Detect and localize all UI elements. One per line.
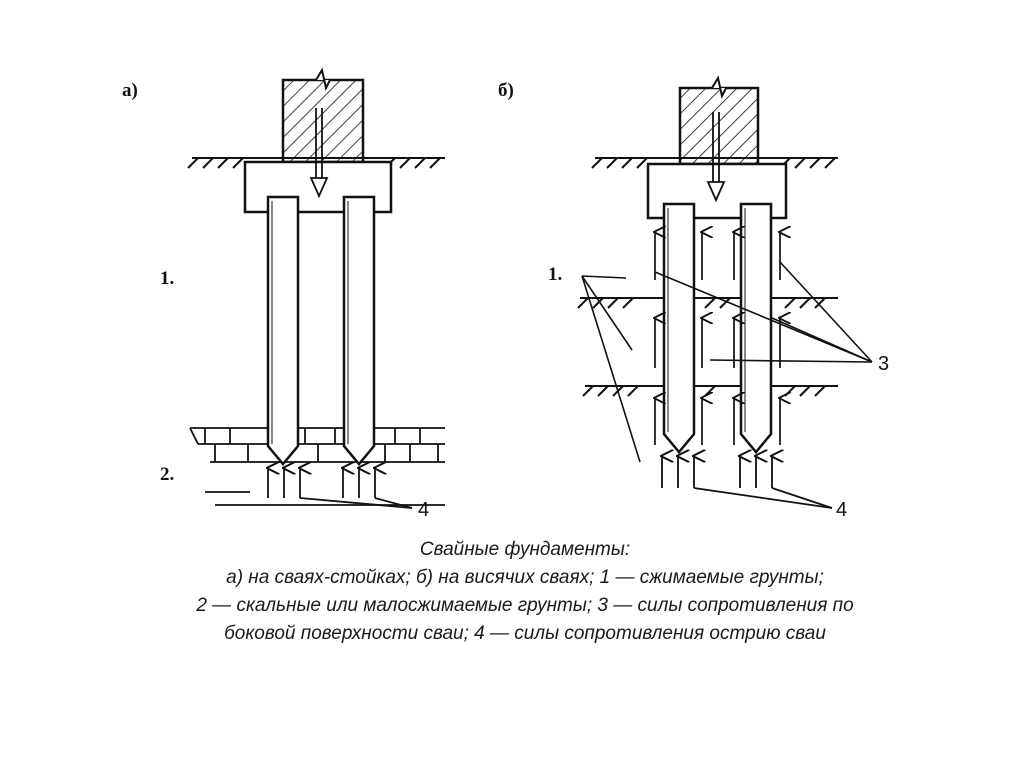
panel-a: а): [122, 67, 445, 521]
label-tip-forces-a: 4: [418, 499, 429, 521]
column-a: [281, 67, 365, 164]
label-side-forces-b: 3: [878, 353, 889, 375]
load-arrow-b: [706, 112, 726, 203]
caption-line-1: а) на сваях-стойках; б) на висячих сваях…: [226, 567, 824, 588]
caption-line-2: 2 — скальные или малосжимаемые грунты; 3…: [196, 595, 854, 616]
caption-line-3: боковой поверхности сваи; 4 — силы сопро…: [224, 623, 826, 644]
load-arrow-a: [309, 108, 329, 199]
tip-forces-a: [268, 468, 413, 509]
piles-b: [662, 202, 773, 454]
panel-a-label: а): [122, 80, 138, 101]
panel-b-label: б): [498, 80, 514, 101]
panel-b: б): [498, 75, 889, 521]
label-rock-soil-a: 2.: [160, 464, 174, 485]
pile-a-right: [342, 195, 376, 466]
caption-title: Свайные фундаменты:: [419, 539, 631, 560]
piles-a: [266, 195, 376, 466]
label-compressible-soil-b: 1.: [548, 264, 562, 285]
leader-lines-b: [581, 261, 873, 463]
rock-layer-a: [189, 427, 445, 506]
label-compressible-soil-a: 1.: [160, 268, 174, 289]
pile-a-left: [266, 195, 300, 466]
label-tip-forces-b: 4: [836, 499, 847, 521]
soil-layers-b: [577, 297, 838, 397]
figure-caption: Свайные фундаменты: а) на сваях-стойках;…: [100, 536, 950, 648]
tip-forces-b: [662, 456, 833, 509]
